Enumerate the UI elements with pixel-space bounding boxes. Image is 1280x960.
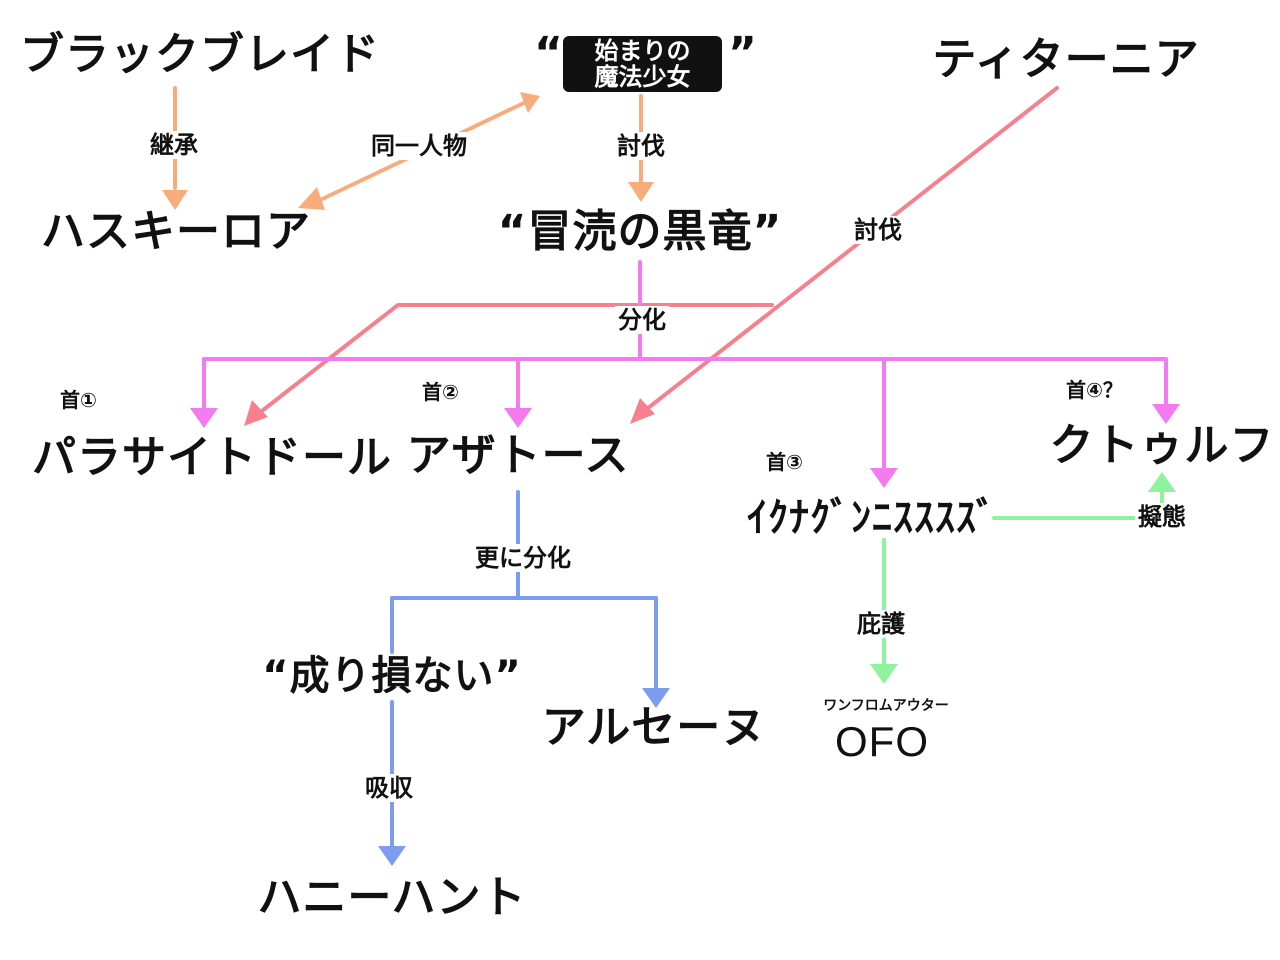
node-ofo: OFO <box>835 718 929 765</box>
arrowhead-dragon <box>628 182 654 202</box>
label-split: 分化 <box>615 306 669 334</box>
tag-head1: 首① <box>60 388 97 412</box>
label-inherit: 継承 <box>147 131 201 159</box>
node-blackblade: ブラックブレイド <box>20 29 380 80</box>
label-split-more: 更に分化 <box>472 544 574 572</box>
arrowhead-same-person-left <box>298 187 325 210</box>
arrowhead-honeyhunt <box>378 846 406 866</box>
node-origin-magical-girl: 始まりの 魔法少女 <box>563 36 722 92</box>
node-black-dragon: “冒涜の黒竜” <box>497 206 783 257</box>
arrowhead-head4 <box>1152 404 1180 424</box>
arrowhead-mimicry <box>1148 472 1176 492</box>
label-protect: 庇護 <box>854 610 908 638</box>
tag-head3: 首③ <box>766 450 803 474</box>
node-ikunagun: ｲｸﾅｸﾞﾝﾆｽｽｽｽﾞ <box>747 495 997 541</box>
node-titania: ティターニア <box>932 34 1200 85</box>
arrowhead-head1 <box>190 408 218 428</box>
tag-head4: 首④？ <box>1066 378 1123 402</box>
node-azathoth: アザトース <box>406 430 630 481</box>
arrowhead-head3 <box>870 468 898 488</box>
arrowhead-protect <box>870 664 898 684</box>
arrowhead-head2 <box>504 408 532 428</box>
node-arsene: アルセーヌ <box>541 702 767 753</box>
label-absorb: 吸収 <box>362 774 416 802</box>
node-huskyroa: ハスキーロア <box>41 206 311 257</box>
arrowhead-inherit <box>162 190 188 210</box>
arrowhead-same-person-right <box>520 92 540 113</box>
origin-line2: 魔法少女 <box>594 63 691 91</box>
label-same-person: 同一人物 <box>368 132 470 160</box>
origin-line1: 始まりの <box>594 36 691 65</box>
label-mimicry: 擬態 <box>1135 503 1189 531</box>
node-nariokonai: “成り損ない” <box>262 653 522 699</box>
node-parasite-doll: パラサイトドール <box>32 432 392 483</box>
label-subjugate-origin: 討伐 <box>614 132 668 160</box>
origin-open-quote: “ <box>534 28 563 79</box>
origin-close-quote: ” <box>728 28 757 79</box>
arrowhead-parasite <box>244 400 268 426</box>
arrowhead-titania <box>630 398 655 424</box>
label-subjugate-titania: 討伐 <box>851 216 905 244</box>
edge-titania-parasite <box>256 303 774 416</box>
arrowhead-arsene <box>642 688 670 708</box>
ofo-ruby: ワンフロムアウター <box>823 698 949 714</box>
node-cthulhu: クトゥルフ <box>1049 420 1275 471</box>
tag-head2: 首② <box>422 380 459 404</box>
node-honeyhunt: ハニーハント <box>257 872 527 923</box>
